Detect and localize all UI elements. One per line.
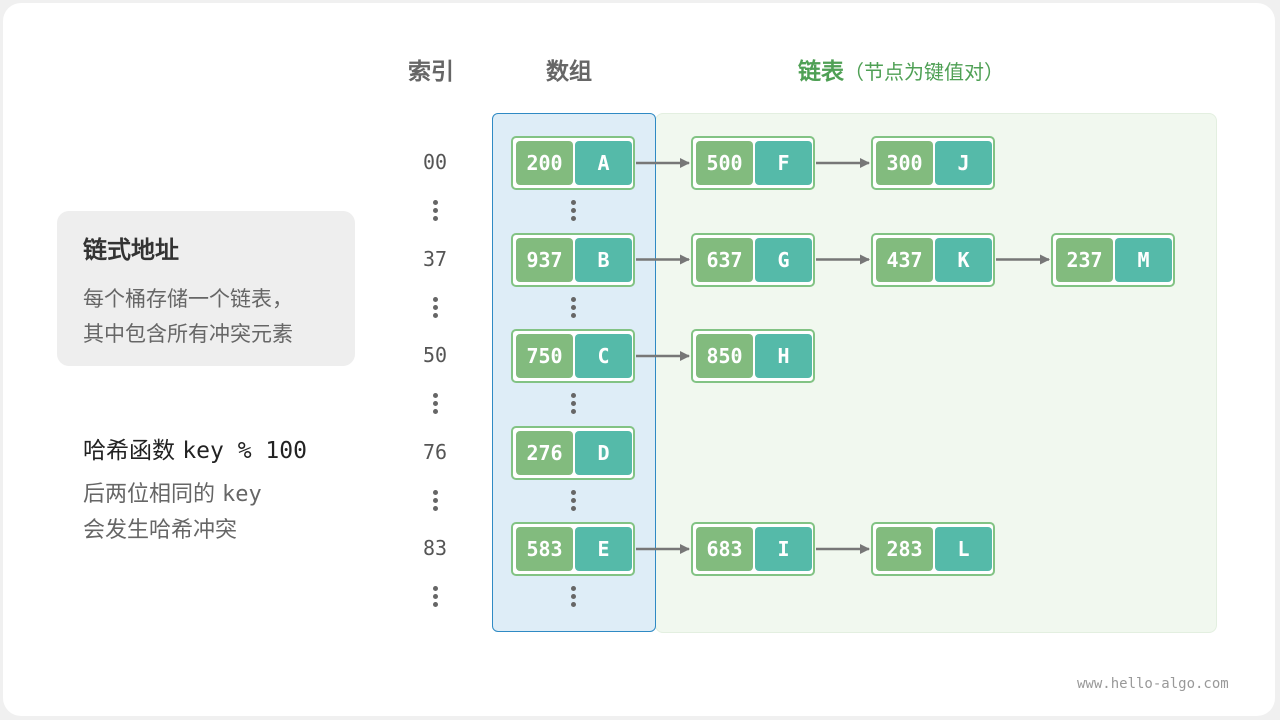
- array-header: 数组: [546, 59, 592, 85]
- node-value: B: [575, 237, 632, 282]
- index-ellipsis: [432, 586, 438, 610]
- array-ellipsis: [570, 200, 576, 224]
- node-key: 237: [1056, 237, 1113, 282]
- hash-note-line-2: 会发生哈希冲突: [83, 518, 238, 543]
- index-ellipsis: [432, 393, 438, 417]
- node-key: 750: [516, 334, 573, 378]
- node-key: 437: [876, 237, 933, 282]
- watermark: www.hello-algo.com: [1077, 676, 1229, 692]
- node-key: 583: [516, 527, 573, 571]
- bucket-index: 83: [422, 536, 448, 560]
- list-header-note: （节点为键值对）: [844, 60, 1004, 84]
- bucket-index: 76: [422, 439, 448, 464]
- hash-function-label: 哈希函数: [83, 438, 183, 464]
- node-value: D: [575, 430, 632, 475]
- bucket-index: 00: [422, 150, 448, 174]
- node-value: F: [755, 141, 812, 185]
- bucket-index: 50: [422, 343, 448, 367]
- bucket-index: 37: [422, 246, 448, 271]
- hash-note-text: 后两位相同的: [83, 482, 222, 507]
- index-header: 索引: [408, 59, 454, 85]
- node-value: G: [755, 237, 812, 282]
- node-key: 300: [876, 141, 933, 185]
- node-key: 283: [876, 527, 933, 571]
- node-value: E: [575, 527, 632, 571]
- info-line-2: 其中包含所有冲突元素: [83, 322, 293, 346]
- array-ellipsis: [570, 586, 576, 610]
- info-box: [57, 211, 355, 366]
- node-value: I: [755, 527, 812, 571]
- index-ellipsis: [432, 489, 438, 514]
- node-value: K: [935, 237, 992, 282]
- node-key: 200: [516, 141, 573, 185]
- node-key: 850: [696, 334, 753, 378]
- node-key: 500: [696, 141, 753, 185]
- node-key: 683: [696, 527, 753, 571]
- array-ellipsis: [570, 393, 576, 417]
- node-value: H: [755, 334, 812, 378]
- list-header-title: 链表: [798, 59, 844, 85]
- node-value: C: [575, 334, 632, 378]
- array-ellipsis: [570, 489, 576, 514]
- node-key: 937: [516, 237, 573, 282]
- node-value: M: [1115, 237, 1172, 282]
- info-title: 链式地址: [83, 236, 179, 264]
- hash-function-code: key % 100: [182, 438, 307, 464]
- hash-note-code: key: [222, 482, 262, 507]
- node-key: 276: [516, 430, 573, 475]
- node-key: 637: [696, 237, 753, 282]
- index-ellipsis: [432, 296, 438, 321]
- node-value: A: [575, 141, 632, 185]
- node-value: J: [935, 141, 992, 185]
- list-header: 链表（节点为键值对）: [798, 52, 1004, 86]
- node-value: L: [935, 527, 992, 571]
- index-ellipsis: [432, 200, 438, 224]
- array-ellipsis: [570, 296, 576, 321]
- hash-function-title: 哈希函数 key % 100: [83, 431, 307, 465]
- info-line-1: 每个桶存储一个链表，: [83, 287, 293, 311]
- hash-note-line-1: 后两位相同的 key: [83, 476, 262, 508]
